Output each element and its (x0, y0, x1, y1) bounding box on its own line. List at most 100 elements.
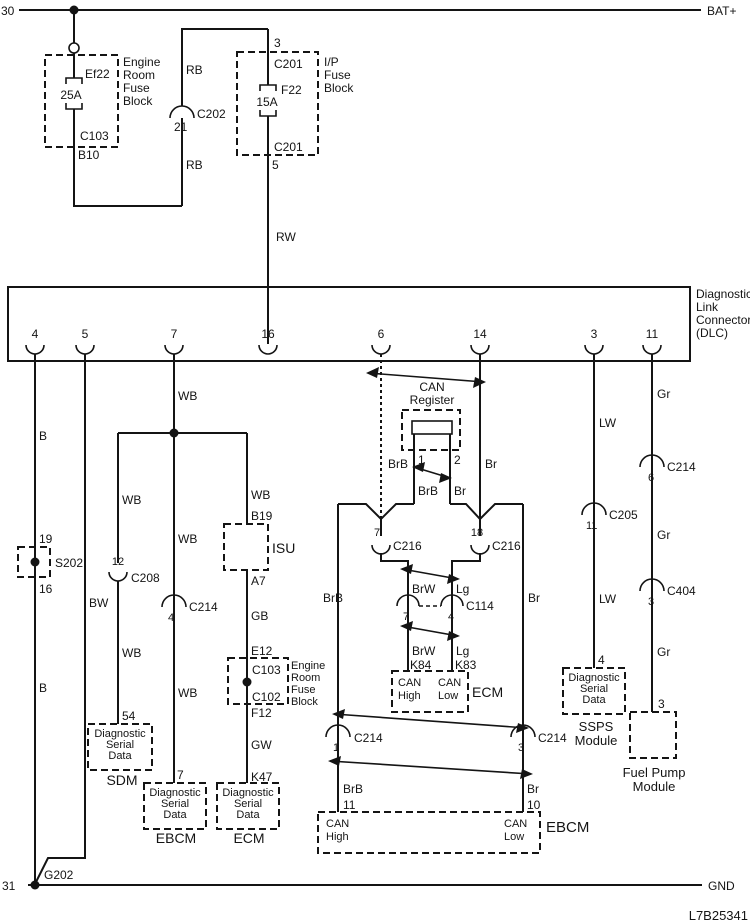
connector-c214-right-arc (510, 724, 536, 738)
dlc-pin-4-arc (25, 344, 45, 355)
wire-label-brb-upper: BrB (388, 457, 408, 471)
wire-label-lg2: Lg (456, 644, 469, 658)
twisted-pair-crossing (400, 621, 460, 641)
wire-rb-upper (181, 28, 268, 106)
fuse-ef22-top (65, 77, 83, 84)
twisted-pair-crossing (400, 564, 460, 584)
ebcm-box-line3: Data (163, 809, 187, 821)
erfb-connector-c103: C103 (80, 129, 109, 143)
ecm-terminal-k84: K84 (410, 658, 432, 672)
erfb-name-line3: Fuse (123, 81, 150, 95)
erfb2-dot (242, 677, 252, 687)
ssps-box-line1: Diagnostic (568, 672, 620, 684)
crossing-arrow-left (366, 367, 379, 378)
fuel-terminal-3: 3 (658, 697, 665, 711)
connector-c205-arc (581, 502, 607, 516)
wire-label-brw2: BrW (412, 644, 436, 658)
fuel-module-line1: Fuel Pump (623, 765, 686, 780)
sdm-module-label: SDM (106, 772, 137, 788)
wire-label-br-bottom: Br (527, 782, 539, 796)
ebcm-terminal-7: 7 (177, 768, 184, 782)
wire-label-brb-mid: BrB (418, 484, 438, 498)
sdm-terminal-54: 54 (122, 709, 136, 723)
c404-name: C404 (667, 584, 696, 598)
ecm-terminal-k83: K83 (455, 658, 477, 672)
ecm-module-label: ECM (233, 830, 264, 846)
ecm-can-high-line2: High (398, 690, 421, 702)
dlc-pin-14-arc (470, 344, 490, 355)
connector-c214-ebcm-arc (161, 594, 187, 608)
ecm-serial-data-box (216, 782, 280, 830)
dlc-label-line1: Diagnostic (696, 287, 750, 301)
crossing-line (329, 760, 532, 775)
s202-splice-dot (30, 557, 40, 567)
ipfb-name-line3: Block (324, 81, 354, 95)
s202-splice-box (17, 546, 51, 578)
c214-right-name: C214 (538, 731, 567, 745)
ipfb-name-line1: I/P (324, 55, 339, 69)
wire-label-rw: RW (276, 230, 296, 244)
isu-box (223, 523, 269, 571)
dlc-pin-5-arc (75, 344, 95, 355)
ebcm-serial-data-box (143, 782, 207, 830)
connector-c208-arc (108, 571, 128, 582)
fuse-ef22-label: Ef22 (85, 67, 110, 81)
dlc-pin-3: 3 (591, 327, 598, 341)
can-register-resistor (411, 420, 453, 435)
crossing-line (367, 372, 485, 383)
erfb-name-line2: Room (123, 68, 155, 82)
c214-ebcm-name: C214 (189, 600, 218, 614)
wire-c216l-to-ecm (380, 553, 409, 671)
sdm-box-line3: Data (108, 750, 132, 762)
dlc-pin-11-arc (642, 344, 662, 355)
c214-fuel-name: C214 (667, 460, 696, 474)
fuel-gr3-label: Gr (657, 645, 670, 659)
ebcm-can-high-line1: CAN (326, 818, 349, 830)
twisted-pair-crossing (366, 367, 486, 388)
ebcm-terminal-11: 11 (343, 798, 356, 812)
ipfb-name-line2: Fuse (324, 68, 351, 82)
erfb2-line4: Block (291, 696, 318, 708)
fuse-ef22-bottom (65, 103, 83, 110)
ecm-terminal-k47: K47 (251, 770, 273, 784)
c114-right-pin: 4 (448, 611, 454, 623)
ebcm-box-line2: Serial (161, 798, 189, 810)
fuel-pump-box (629, 711, 677, 759)
dlc-pin-4: 4 (32, 327, 39, 341)
dlc-pin-16: 16 (261, 327, 275, 341)
connector-c214-left-arc (325, 724, 351, 738)
wire-label-rb2: RB (186, 158, 203, 172)
c208-pin: 12 (112, 556, 124, 568)
ecm-terminal-b19: B19 (251, 509, 273, 523)
wire-label-brb-bottom: BrB (343, 782, 363, 796)
fuel-module-line2: Module (633, 779, 676, 794)
dlc-box (7, 286, 691, 362)
crossing-arrow-right (447, 631, 460, 641)
wire-label-gw: GW (251, 738, 272, 752)
c208-name: C208 (131, 571, 160, 585)
wire-label-br-mid: Br (454, 484, 466, 498)
ssps-lw2-label: LW (599, 592, 617, 606)
diagram-code: L7B25341 (689, 908, 748, 923)
ebcm-can-high-line2: High (326, 831, 349, 843)
c205-pin: 11 (586, 520, 597, 532)
can-high-merge-funnel (338, 503, 414, 521)
crossing-arrow-left (400, 564, 413, 574)
dlc-pin-7: 7 (171, 327, 178, 341)
fuse-f22-bottom (259, 110, 277, 117)
fuse-f22-top (259, 84, 277, 91)
c214-left-name: C214 (354, 731, 383, 745)
wire-label-wb0: WB (178, 389, 197, 403)
c202-name: C202 (197, 107, 226, 121)
dlc-pin-6: 6 (378, 327, 385, 341)
dlc-pin-6-arc (371, 344, 391, 355)
s202-label: S202 (55, 556, 83, 570)
wire-label-rb1: RB (186, 63, 203, 77)
ebcm-can-low-line2: Low (504, 831, 524, 843)
ip-fuse-block-box (236, 51, 319, 156)
connector-c114-left-arc (396, 594, 420, 607)
crossing-arrow-left (332, 709, 345, 719)
crossing-arrow-right (447, 574, 460, 584)
wire-label-gb: GB (251, 609, 268, 623)
